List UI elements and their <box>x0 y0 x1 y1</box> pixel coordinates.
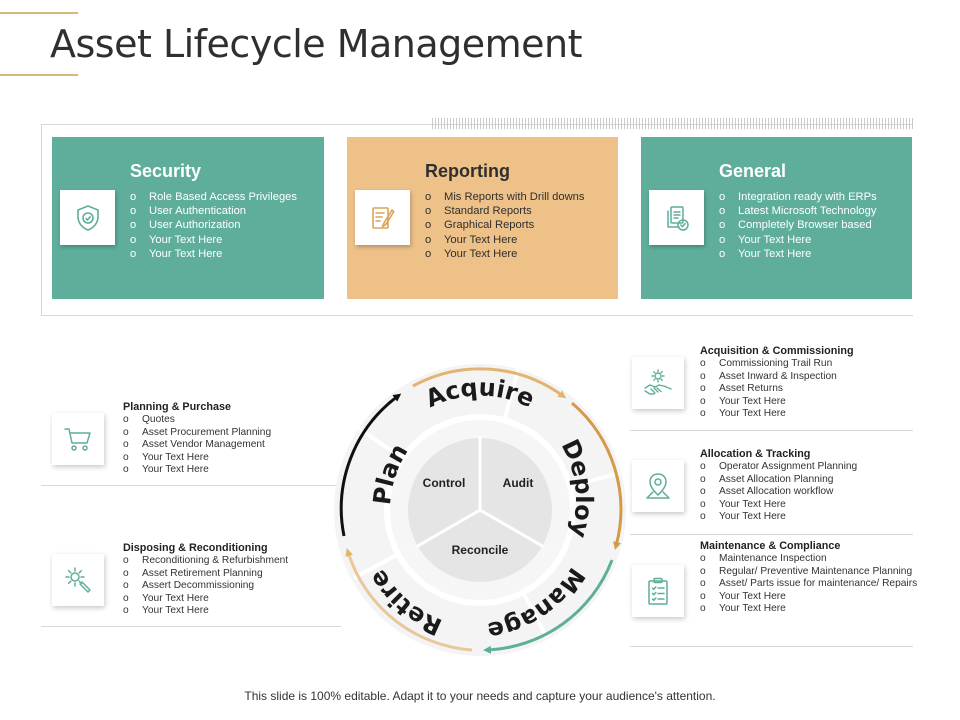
center-dividers <box>415 436 545 549</box>
card-list: Mis Reports with Drill downs Standard Re… <box>425 190 610 261</box>
divider-right-2 <box>630 534 913 535</box>
divider-right-1 <box>630 430 913 431</box>
arrow-retire <box>345 548 473 652</box>
list-item: Your Text Here <box>123 452 343 465</box>
list-item: Asset Inward & Inspection <box>700 371 920 384</box>
block-title: Disposing & Reconditioning <box>123 542 268 554</box>
list-item: Your Text Here <box>700 591 920 604</box>
list-item: Regular/ Preventive Maintenance Planning <box>700 566 920 579</box>
block-list: Maintenance Inspection Regular/ Preventi… <box>700 553 920 616</box>
block-title: Allocation & Tracking <box>700 448 811 460</box>
list-item: Your Text Here <box>425 233 610 247</box>
list-item: Your Text Here <box>719 233 904 247</box>
report-edit-icon <box>355 190 410 245</box>
list-item: Integration ready with ERPs <box>719 190 904 204</box>
list-item: Your Text Here <box>700 396 920 409</box>
list-item: Maintenance Inspection <box>700 553 920 566</box>
lifecycle-diagram: Acquire Deploy Manage Retire Plan Contro… <box>334 364 626 656</box>
card-reporting: Reporting Mis Reports with Drill downs S… <box>347 137 618 299</box>
block-allocation-tracking: Allocation & Tracking Operator Assignmen… <box>700 448 920 524</box>
card-security: Security Role Based Access Privileges Us… <box>52 137 324 299</box>
list-item: Your Text Here <box>719 247 904 261</box>
center-label-reconcile: Reconcile <box>452 543 509 557</box>
list-item: Quotes <box>123 414 343 427</box>
list-item: Commissioning Trail Run <box>700 358 920 371</box>
block-title: Planning & Purchase <box>123 401 231 413</box>
list-item: Completely Browser based <box>719 218 904 232</box>
clipboard-checklist-icon <box>632 565 684 617</box>
block-maintenance-compliance: Maintenance & Compliance Maintenance Ins… <box>700 540 920 616</box>
list-item: Your Text Here <box>700 603 920 616</box>
shield-check-icon <box>60 190 115 245</box>
list-item: Asset Allocation Planning <box>700 474 920 487</box>
block-disposing-reconditioning: Disposing & Reconditioning Reconditionin… <box>123 542 343 618</box>
gear-wrench-icon <box>52 554 104 606</box>
card-title: General <box>719 161 787 181</box>
block-title: Maintenance & Compliance <box>700 540 841 552</box>
list-item: Asset Returns <box>700 383 920 396</box>
arrow-manage <box>483 559 614 654</box>
list-item: Asset Procurement Planning <box>123 427 343 440</box>
list-item: Your Text Here <box>700 499 920 512</box>
list-item: Your Text Here <box>130 233 315 247</box>
list-item: Your Text Here <box>700 408 920 421</box>
list-item: Your Text Here <box>130 247 315 261</box>
card-title: Security <box>130 161 202 181</box>
list-item: Role Based Access Privileges <box>130 190 315 204</box>
list-item: Asset Allocation workflow <box>700 486 920 499</box>
list-item: Your Text Here <box>700 511 920 524</box>
gear-handshake-icon <box>632 357 684 409</box>
arrow-acquire <box>412 367 567 399</box>
list-item: User Authorization <box>130 218 315 232</box>
list-item: Assert Decommissioning <box>123 580 343 593</box>
list-item: Graphical Reports <box>425 218 610 232</box>
block-list: Commissioning Trail Run Asset Inward & I… <box>700 358 920 421</box>
list-item: Latest Microsoft Technology <box>719 204 904 218</box>
divider-right-3 <box>630 646 913 647</box>
block-title: Acquisition & Commissioning <box>700 345 854 357</box>
center-label-audit: Audit <box>503 476 534 490</box>
list-item: Asset Retirement Planning <box>123 568 343 581</box>
card-list: Integration ready with ERPs Latest Micro… <box>719 190 904 261</box>
list-item: Your Text Here <box>123 464 343 477</box>
accent-line-bottom <box>0 74 78 76</box>
divider-left-1 <box>41 485 341 486</box>
list-item: Reconditioning & Refurbishment <box>123 555 343 568</box>
block-acquisition-commissioning: Acquisition & Commissioning Commissionin… <box>700 345 920 421</box>
list-item: Asset/ Parts issue for maintenance/ Repa… <box>700 578 920 591</box>
center-label-control: Control <box>423 476 466 490</box>
location-pin-icon <box>632 460 684 512</box>
documents-check-icon <box>649 190 704 245</box>
card-general: General Integration ready with ERPs Late… <box>641 137 912 299</box>
card-list: Role Based Access Privileges User Authen… <box>130 190 315 261</box>
list-item: User Authentication <box>130 204 315 218</box>
block-list: Quotes Asset Procurement Planning Asset … <box>123 414 343 477</box>
block-planning-purchase: Planning & Purchase Quotes Asset Procure… <box>123 401 343 477</box>
list-item: Your Text Here <box>123 593 343 606</box>
shopping-cart-icon <box>52 413 104 465</box>
dotted-rule <box>432 118 913 129</box>
arrow-plan <box>339 393 402 537</box>
list-item: Mis Reports with Drill downs <box>425 190 610 204</box>
divider-left-2 <box>41 626 341 627</box>
arrow-deploy <box>571 401 623 550</box>
page-title: Asset Lifecycle Management <box>50 22 583 66</box>
block-list: Reconditioning & Refurbishment Asset Ret… <box>123 555 343 618</box>
outer-ring <box>334 364 626 656</box>
block-list: Operator Assignment Planning Asset Alloc… <box>700 461 920 524</box>
footer-note: This slide is 100% editable. Adapt it to… <box>244 689 716 703</box>
list-item: Operator Assignment Planning <box>700 461 920 474</box>
list-item: Standard Reports <box>425 204 610 218</box>
list-item: Your Text Here <box>425 247 610 261</box>
accent-line-top <box>0 12 78 14</box>
card-title: Reporting <box>425 161 510 181</box>
list-item: Asset Vendor Management <box>123 439 343 452</box>
list-item: Your Text Here <box>123 605 343 618</box>
